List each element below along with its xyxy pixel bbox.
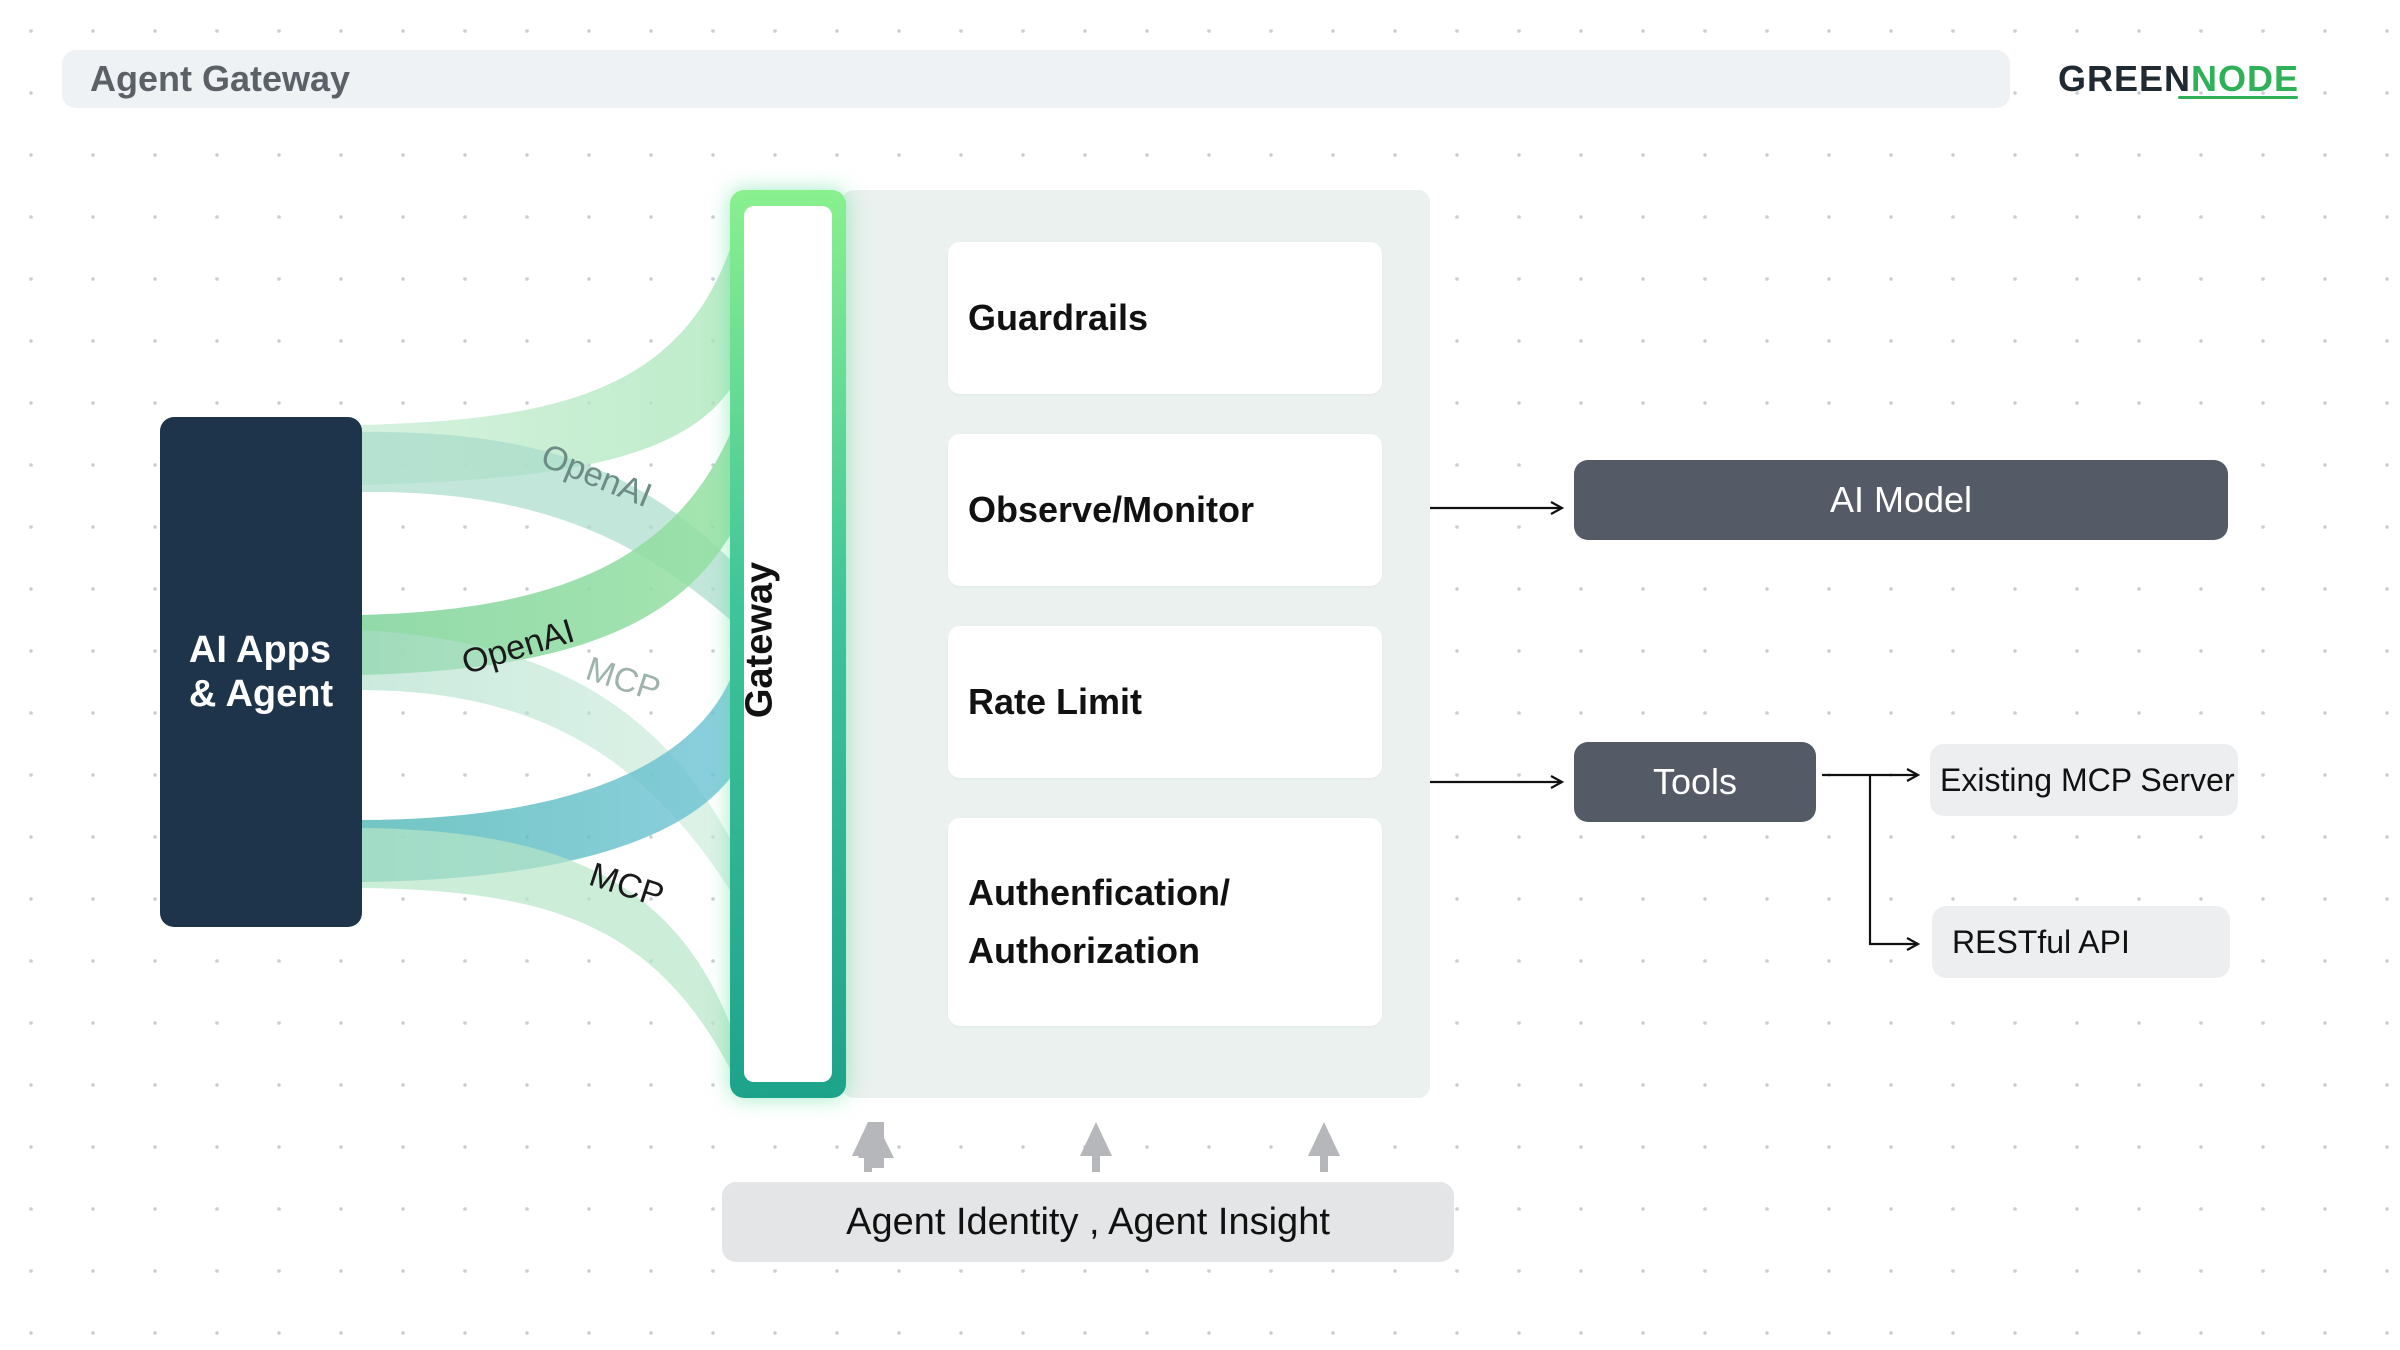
ai-model-box: AI Model <box>1574 460 2228 540</box>
agent-identity-insight-box: Agent Identity , Agent Insight <box>722 1182 1454 1262</box>
title-bar <box>62 50 2010 108</box>
module-observe-monitor: Observe/Monitor <box>948 434 1382 586</box>
ai-apps-line2: & Agent <box>188 673 334 715</box>
greennode-logo: GREENNODE <box>2058 56 2299 102</box>
flow-band-mcp-blue <box>360 665 736 882</box>
logo-prefix: GREEN <box>2058 58 2192 99</box>
module-rate-limit-label: Rate Limit <box>968 681 1143 722</box>
ai-apps-line1: AI Apps <box>188 629 332 671</box>
module-rate-limit: Rate Limit <box>948 626 1382 778</box>
restful-api-box: RESTful API <box>1932 906 2230 978</box>
flow-band-openai-2 <box>360 420 736 675</box>
page-title: Agent Gateway <box>90 58 351 99</box>
ai-apps-box: AI Apps & Agent <box>160 417 362 927</box>
gateway-label: Gateway <box>738 561 781 719</box>
module-authentication-label: Authenfication/ Authorization <box>968 872 1230 971</box>
existing-mcp-server-box: Existing MCP Server <box>1930 744 2238 816</box>
module-observe-monitor-label: Observe/Monitor <box>968 489 1255 530</box>
tools-branch-rest <box>1868 775 1918 944</box>
flow-band-top <box>360 230 736 485</box>
flow-band-mcp-2 <box>360 828 736 1080</box>
module-authentication: Authenfication/ Authorization <box>948 818 1382 1026</box>
logo-suffix: NODE <box>2191 58 2300 99</box>
logo-underline <box>2178 96 2298 99</box>
gateway-bar-inner <box>744 206 832 1082</box>
module-guardrails: Guardrails <box>948 242 1382 394</box>
module-guardrails-label: Guardrails <box>968 297 1149 338</box>
ai-apps-label: AI Apps & Agent <box>189 628 333 716</box>
tools-box: Tools <box>1574 742 1816 822</box>
flow-band-openai-1 <box>360 431 736 625</box>
